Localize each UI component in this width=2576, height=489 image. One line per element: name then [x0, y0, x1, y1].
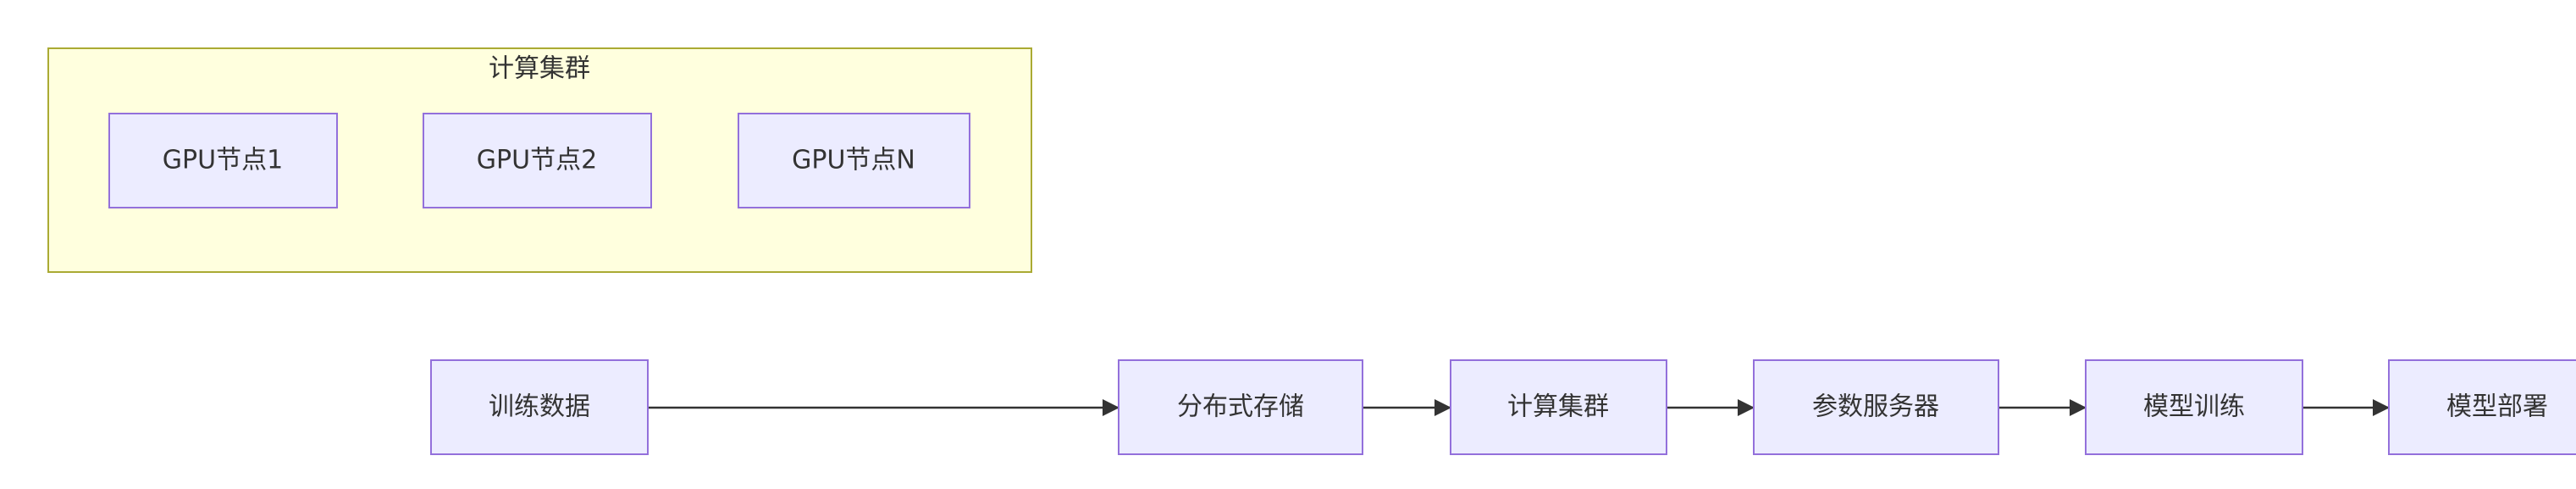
gpu-node-n[interactable]: GPU节点N	[738, 113, 970, 208]
compute-cluster-group: 计算集群 GPU节点1 GPU节点2 GPU节点N	[47, 47, 1032, 273]
node-model-training-label: 模型训练	[2143, 392, 2245, 422]
node-distributed-storage[interactable]: 分布式存储	[1118, 359, 1363, 455]
node-training-data[interactable]: 训练数据	[430, 359, 649, 455]
gpu-node-2[interactable]: GPU节点2	[423, 113, 652, 208]
compute-cluster-title: 计算集群	[489, 54, 590, 84]
node-compute-cluster[interactable]: 计算集群	[1450, 359, 1667, 455]
node-distributed-storage-label: 分布式存储	[1177, 392, 1304, 422]
node-parameter-server-label: 参数服务器	[1812, 392, 1939, 422]
node-model-deployment-label: 模型部署	[2446, 392, 2548, 422]
gpu-node-1-label: GPU节点1	[163, 146, 283, 175]
node-compute-cluster-label: 计算集群	[1507, 392, 1609, 422]
pipeline-nodes: 训练数据 分布式存储 计算集群 参数服务器 模型训练 模型部署	[430, 359, 2576, 455]
node-model-training[interactable]: 模型训练	[2085, 359, 2303, 455]
node-model-deployment[interactable]: 模型部署	[2388, 359, 2576, 455]
gpu-node-1[interactable]: GPU节点1	[108, 113, 338, 208]
node-parameter-server[interactable]: 参数服务器	[1753, 359, 1999, 455]
gpu-node-2-label: GPU节点2	[477, 146, 597, 175]
node-training-data-label: 训练数据	[489, 392, 590, 422]
gpu-node-n-label: GPU节点N	[792, 146, 915, 175]
